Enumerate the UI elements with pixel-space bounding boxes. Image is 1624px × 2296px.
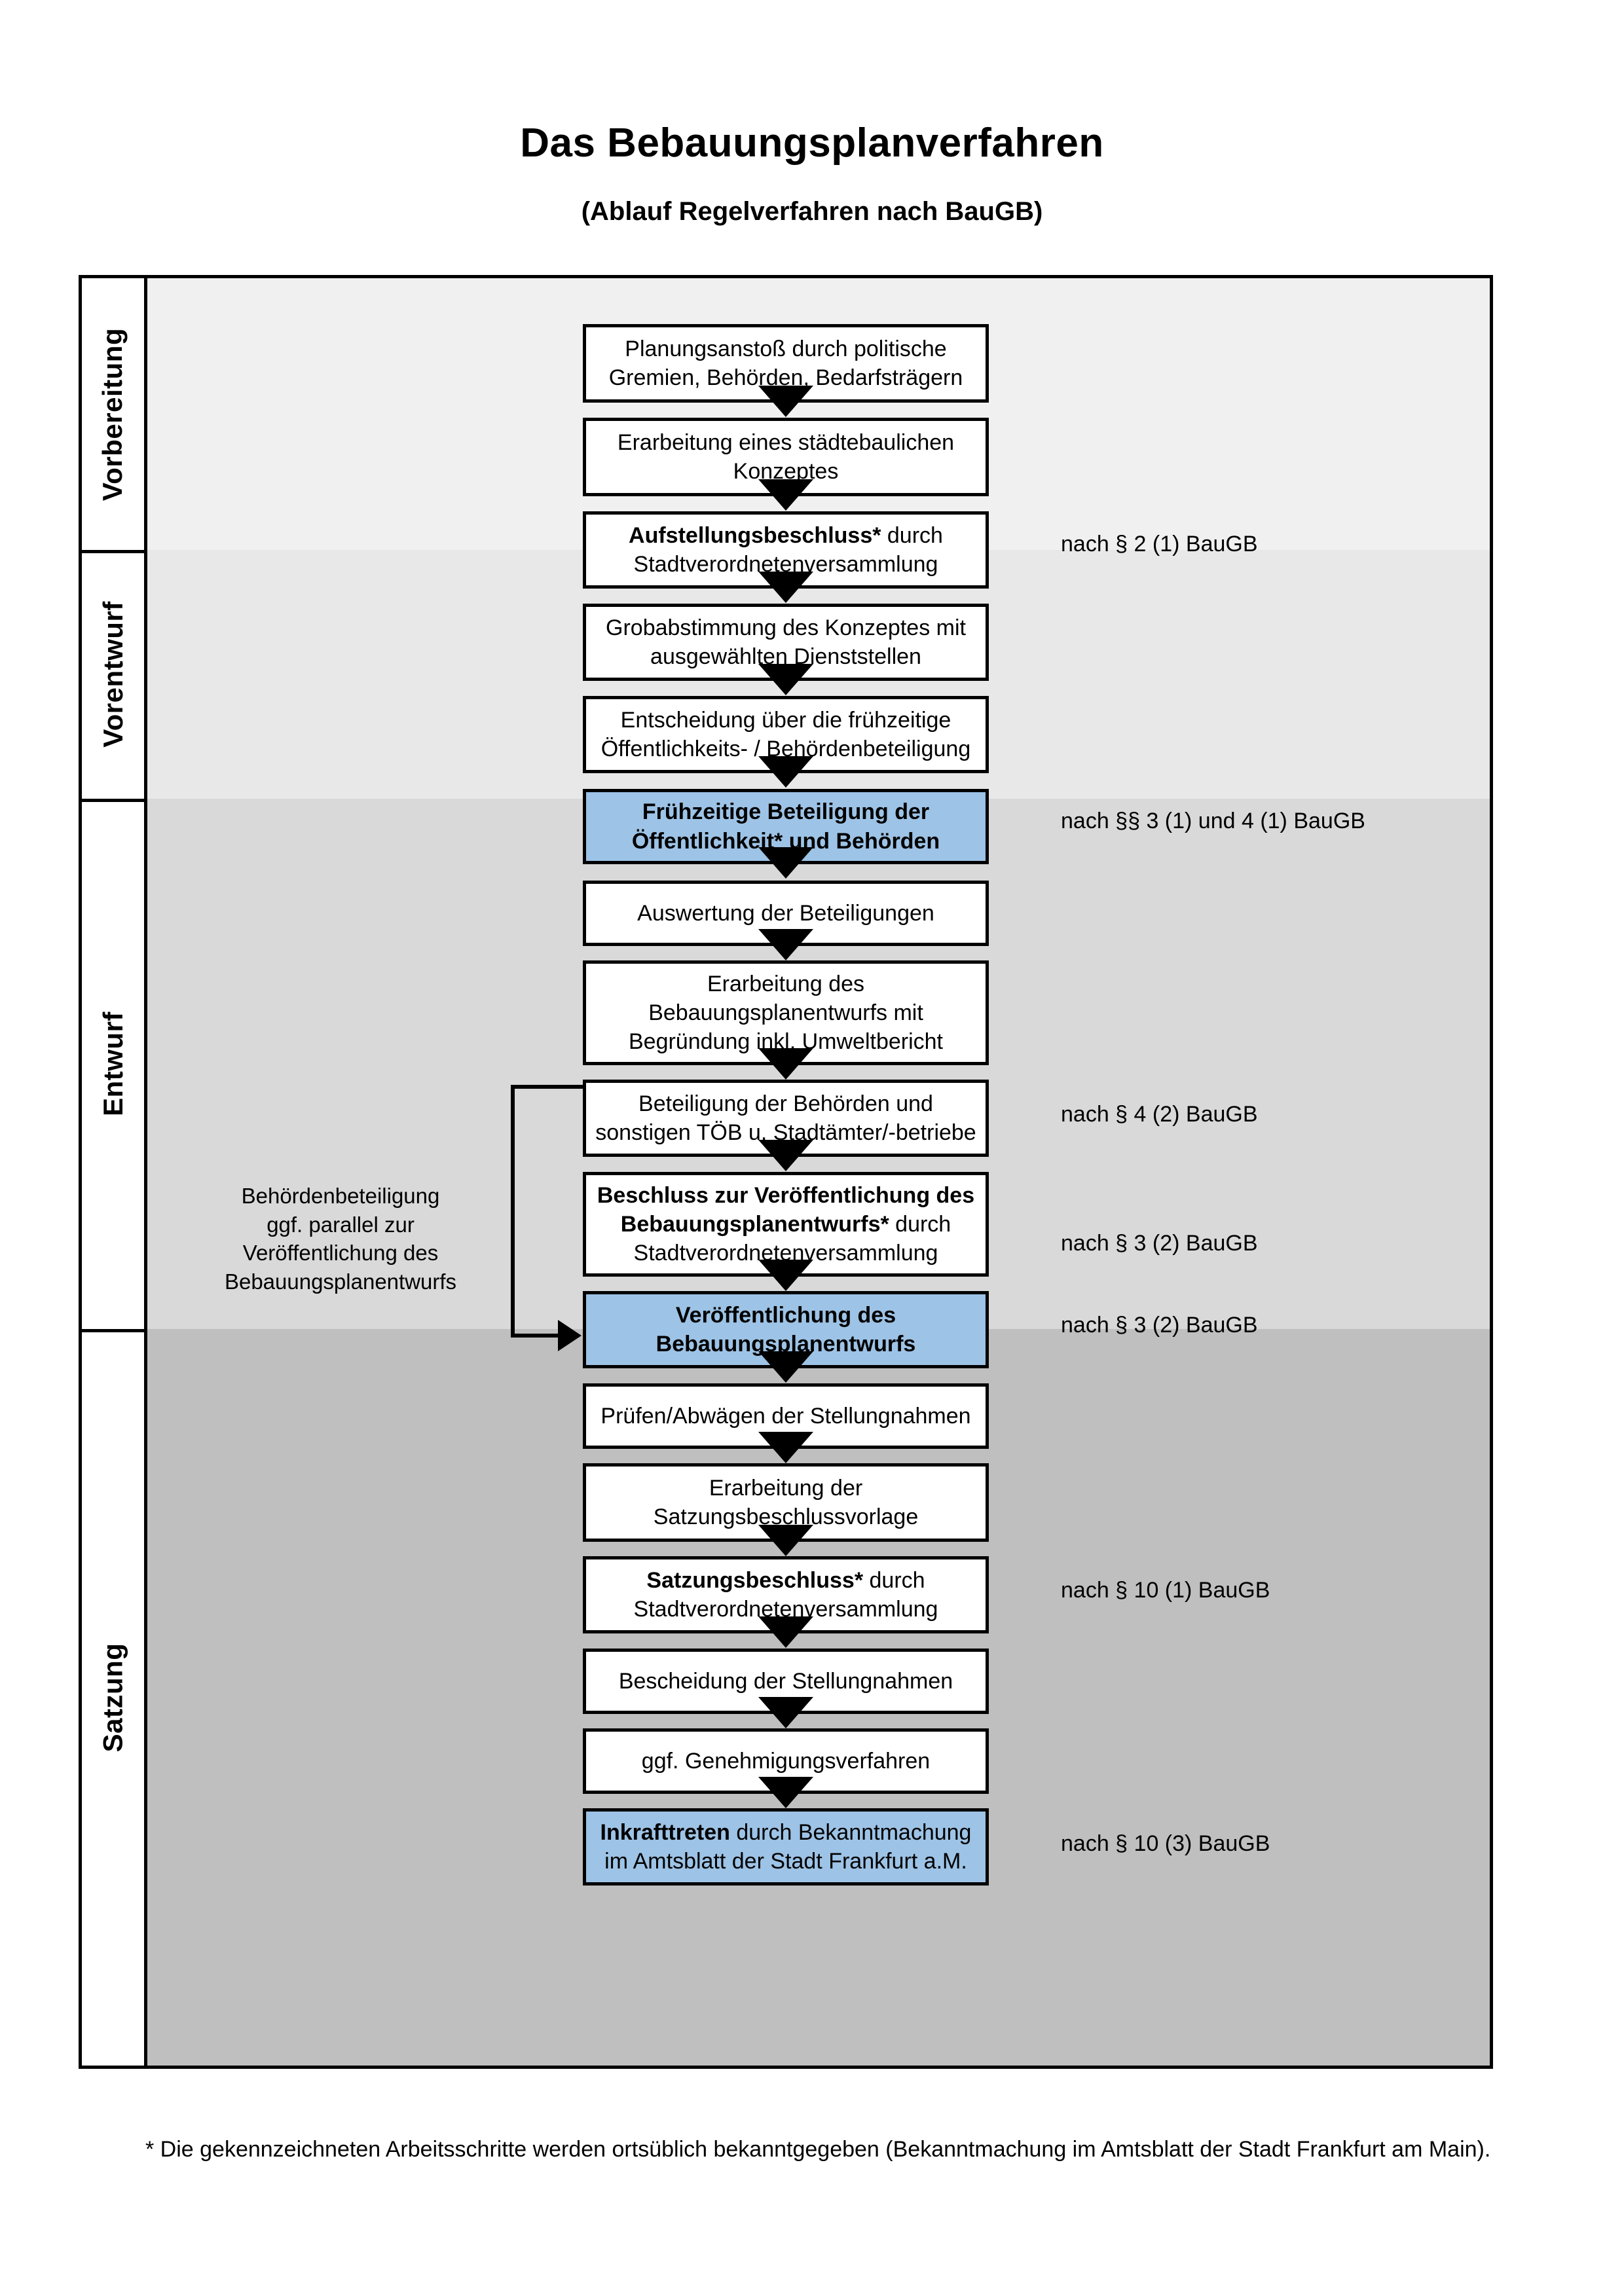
flow-arrow-down-icon — [758, 1432, 813, 1463]
side-note-line: Behördenbeteiligung — [241, 1184, 440, 1208]
flow-arrow-down-icon — [758, 386, 813, 417]
process-box-label: ggf. Genehmigungsverfahren — [642, 1747, 930, 1776]
legal-reference-ref-satzungsbeschluss: nach § 10 (1) BauGB — [1061, 1578, 1270, 1603]
step-line: ggf. Genehmigungsverfahren — [641, 1748, 931, 1774]
connector-bottom-segment — [511, 1334, 561, 1338]
process-box-label: Auswertung der Beteiligungen — [637, 899, 934, 928]
phase-divider — [82, 799, 147, 802]
phase-label-text: Entwurf — [97, 1011, 128, 1116]
step-line: im Amtsblatt der Stadt Frankfurt a.M. — [604, 1849, 967, 1874]
phase-divider — [82, 1329, 147, 1332]
connector-top-segment — [511, 1085, 583, 1089]
phase-row-vorbereitung: Vorbereitung — [82, 278, 1490, 550]
phase-body-vorbereitung — [147, 278, 1490, 550]
legal-reference-ref-inkrafttreten: nach § 10 (3) BauGB — [1061, 1831, 1270, 1856]
phase-label-text: Vorentwurf — [97, 601, 128, 748]
legal-reference-ref-veroeffentlichung: nach § 3 (2) BauGB — [1061, 1313, 1258, 1338]
step-line: Erarbeitung des — [707, 971, 865, 996]
step-line: Entscheidung über die frühzeitige — [620, 707, 951, 733]
phase-label-text: Vorbereitung — [97, 327, 128, 501]
flow-arrow-down-icon — [758, 572, 813, 603]
step-line: Prüfen/Abwägen der Stellungnahmen — [600, 1403, 971, 1429]
process-box-label: Inkrafttreten durch Bekanntmachung im Amt… — [600, 1818, 972, 1876]
phase-label-text: Satzung — [97, 1643, 128, 1752]
phase-label-satzung: Satzung — [82, 1329, 147, 2066]
flow-arrow-down-icon — [758, 929, 813, 960]
flow-arrow-down-icon — [758, 1777, 813, 1808]
connector-vertical-segment — [511, 1085, 515, 1334]
phase-label-vorentwurf: Vorentwurf — [82, 550, 147, 799]
flow-arrow-down-icon — [758, 1697, 813, 1728]
flow-arrow-down-icon — [758, 756, 813, 788]
step-line: Planungsanstoß durch politische — [625, 336, 947, 361]
step-line: Erarbeitung der — [709, 1475, 863, 1501]
step-line: Frühzeitige Beteiligung der — [642, 799, 930, 825]
flow-arrow-down-icon — [758, 1140, 813, 1171]
legal-reference-ref-beteiligung-behoerden: nach § 4 (2) BauGB — [1061, 1102, 1258, 1127]
side-note-line: ggf. parallel zur — [267, 1212, 415, 1237]
flow-arrow-down-icon — [758, 1351, 813, 1383]
step-line: Auswertung der Beteiligungen — [637, 900, 934, 926]
step-line: Beteiligung der Behörden und — [638, 1091, 933, 1116]
flow-arrow-down-icon — [758, 664, 813, 695]
phase-label-entwurf: Entwurf — [82, 799, 147, 1329]
step-line: Veröffentlichung des — [675, 1302, 896, 1328]
flow-arrow-down-icon — [758, 1260, 813, 1291]
process-box-bescheidung[interactable]: Bescheidung der Stellungnahmen — [583, 1649, 989, 1714]
phase-label-vorbereitung: Vorbereitung — [82, 278, 147, 550]
side-note-line: Veröffentlichung des — [242, 1241, 439, 1266]
flow-arrow-down-icon — [758, 847, 813, 879]
step-line: Inkrafttreten durch Bekanntmachung — [600, 1819, 972, 1845]
legal-reference-ref-aufstellungsbeschluss: nach § 2 (1) BauGB — [1061, 532, 1258, 556]
step-line: Satzungsbeschluss* durch — [646, 1567, 925, 1593]
phase-divider — [82, 550, 147, 553]
connector-arrowhead-icon — [558, 1320, 581, 1351]
step-line: Bescheidung der Stellungnahmen — [618, 1668, 953, 1694]
flow-arrow-down-icon — [758, 1048, 813, 1080]
step-line: Beschluss zur Veröffentlichung des — [597, 1182, 975, 1208]
step-line: Bebauungsplanentwurfs* durch — [620, 1211, 951, 1237]
legal-reference-ref-beschluss: nach § 3 (2) BauGB — [1061, 1231, 1258, 1256]
step-line: Bebauungsplanentwurfs mit — [648, 1000, 923, 1025]
process-box-pruefen-abwaegen[interactable]: Prüfen/Abwägen der Stellungnahmen — [583, 1383, 989, 1449]
step-line: Grobabstimmung des Konzeptes mit — [606, 615, 966, 640]
flow-arrow-down-icon — [758, 1616, 813, 1648]
page-subtitle: (Ablauf Regelverfahren nach BauGB) — [581, 197, 1043, 227]
flow-arrow-down-icon — [758, 1525, 813, 1556]
legal-reference-ref-fruehzeitige: nach §§ 3 (1) und 4 (1) BauGB — [1061, 809, 1365, 833]
footnote: * Die gekennzeichneten Arbeitsschritte w… — [145, 2137, 1491, 2162]
flow-arrow-down-icon — [758, 479, 813, 511]
page-title: Das Bebauungsplanverfahren — [520, 120, 1104, 166]
title-block: Das Bebauungsplanverfahren (Ablauf Regel… — [0, 120, 1624, 227]
side-note-line: Bebauungsplanentwurfs — [224, 1269, 457, 1294]
step-line: Erarbeitung eines städtebaulichen — [617, 429, 955, 455]
process-box-label: Bescheidung der Stellungnahmen — [619, 1667, 953, 1696]
process-box-inkrafttreten[interactable]: Inkrafttreten durch Bekanntmachung im Amt… — [583, 1808, 989, 1886]
process-box-label: Prüfen/Abwägen der Stellungnahmen — [600, 1402, 970, 1430]
step-line: Aufstellungsbeschluss* durch — [629, 522, 943, 548]
